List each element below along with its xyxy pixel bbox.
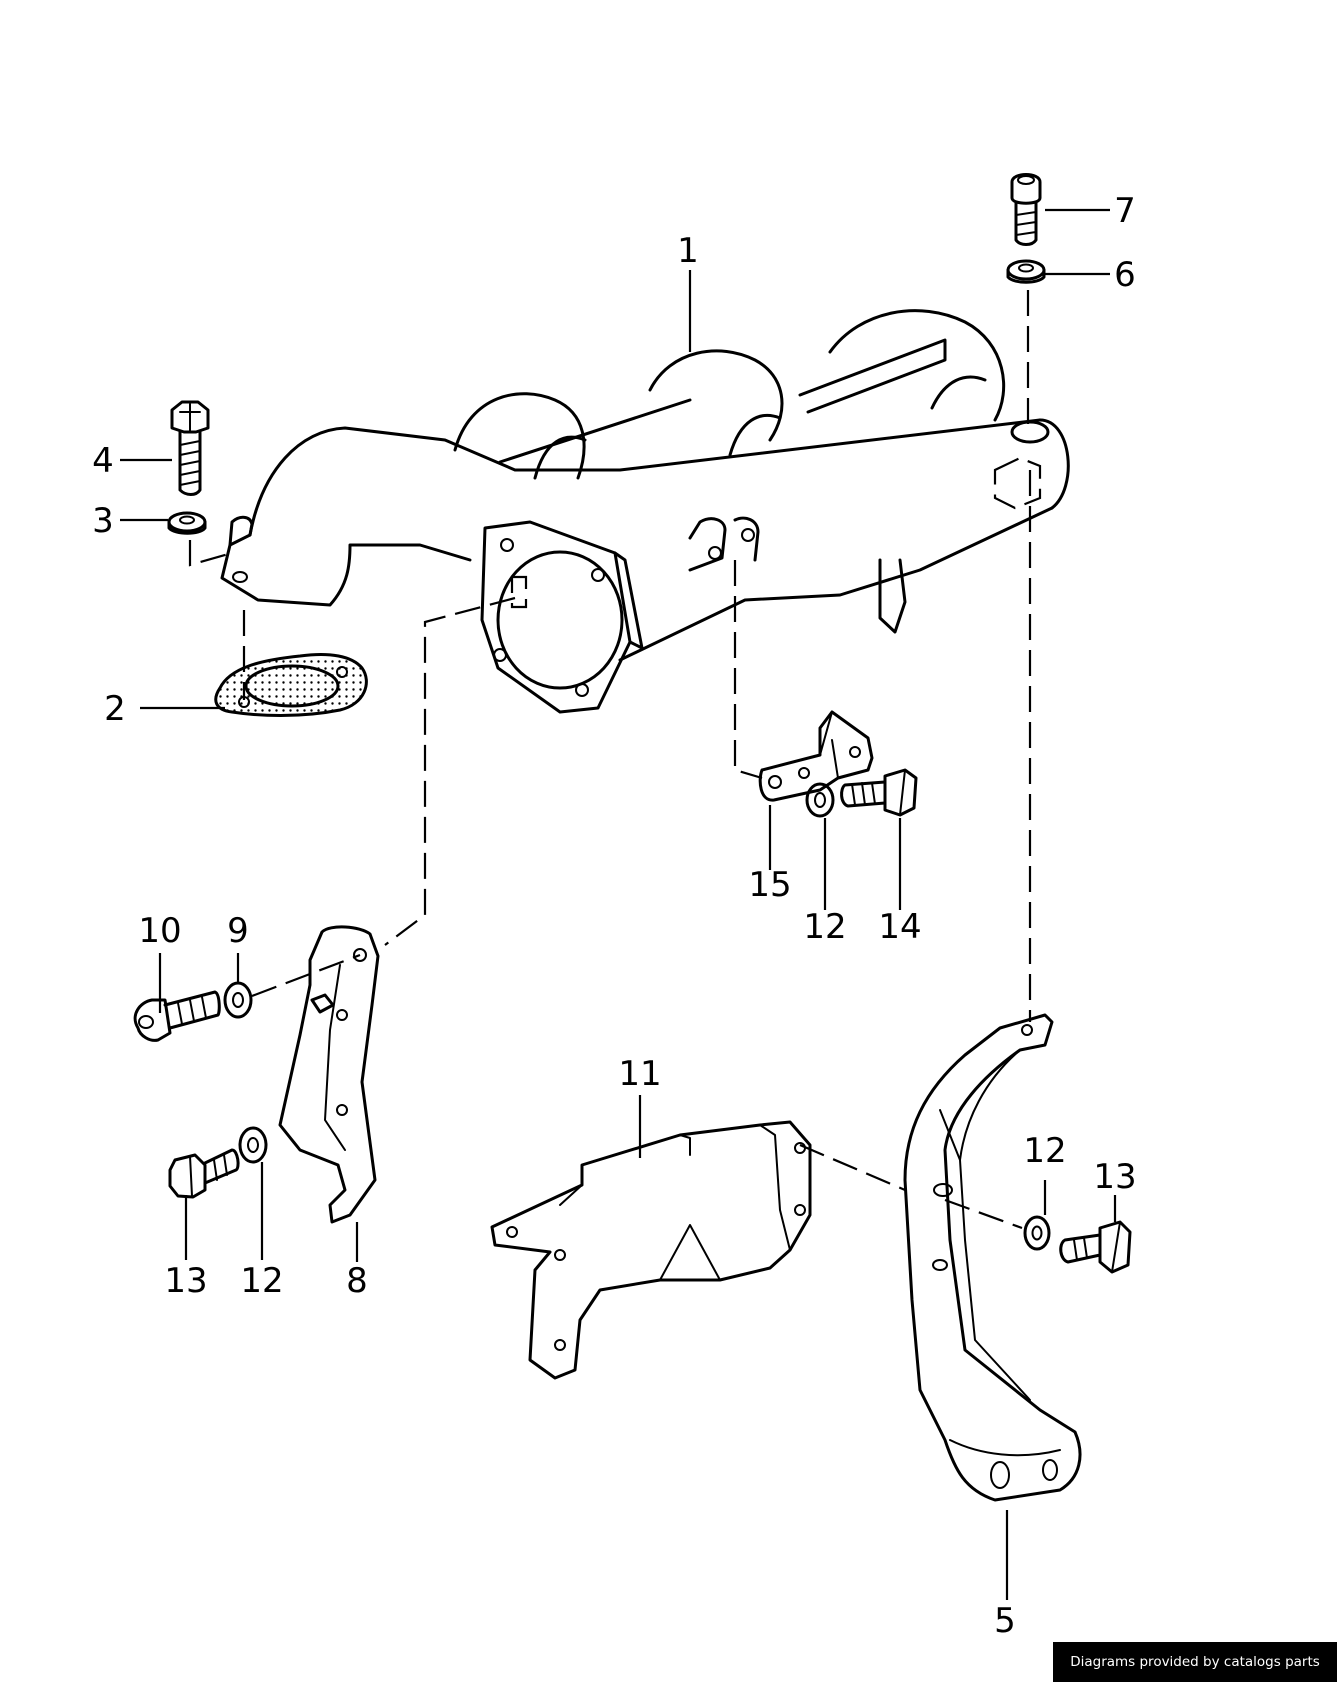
washer-12-right [1023, 1215, 1051, 1251]
washer-9 [223, 981, 253, 1019]
callout-7: 7 [1114, 191, 1136, 231]
bracket-8 [278, 925, 380, 1224]
callout-12-upper: 12 [803, 907, 846, 947]
bracket-15 [758, 710, 874, 802]
diagram-credit-text: Diagrams provided by catalogs parts [1070, 1654, 1320, 1670]
washer-12-left [238, 1126, 268, 1164]
manifold-gasket [214, 653, 368, 717]
callout-labels: 1 2 3 4 5 6 7 8 9 10 11 12 12 12 13 13 1… [92, 191, 1136, 1641]
hex-bolt-14 [840, 768, 918, 817]
assembly-lines [188, 290, 1032, 1230]
callout-3: 3 [92, 501, 114, 541]
diagram-credit-footer: Diagrams provided by catalogs parts [1053, 1642, 1337, 1682]
callout-10: 10 [138, 911, 181, 951]
hex-bolt-4 [170, 400, 210, 496]
callout-11: 11 [618, 1054, 661, 1094]
callout-4: 4 [92, 441, 114, 481]
callout-12-right: 12 [1023, 1131, 1066, 1171]
intake-manifold [220, 309, 1070, 714]
leader-lines [120, 208, 1117, 1600]
washer-6 [1006, 259, 1046, 284]
callout-1: 1 [677, 231, 699, 271]
callout-8: 8 [346, 1261, 368, 1301]
callout-9: 9 [227, 911, 249, 951]
hex-bolt-13-left [168, 1148, 240, 1199]
socket-bolt-10 [133, 990, 221, 1042]
support-bracket-11 [490, 1120, 812, 1380]
callout-2: 2 [104, 689, 126, 729]
callout-13-left: 13 [164, 1261, 207, 1301]
callout-13-right: 13 [1093, 1157, 1136, 1197]
gasket-bore [244, 664, 340, 708]
callout-15: 15 [748, 865, 791, 905]
callout-14: 14 [878, 907, 921, 947]
hex-bolt-13-right [1059, 1220, 1132, 1274]
callout-5: 5 [994, 1601, 1016, 1641]
washer-12-upper [805, 782, 835, 818]
callout-12-left: 12 [240, 1261, 283, 1301]
callout-6: 6 [1114, 255, 1136, 295]
support-strut-5 [903, 1013, 1082, 1502]
washer-3 [167, 511, 207, 535]
socket-bolt-7 [1010, 173, 1042, 246]
